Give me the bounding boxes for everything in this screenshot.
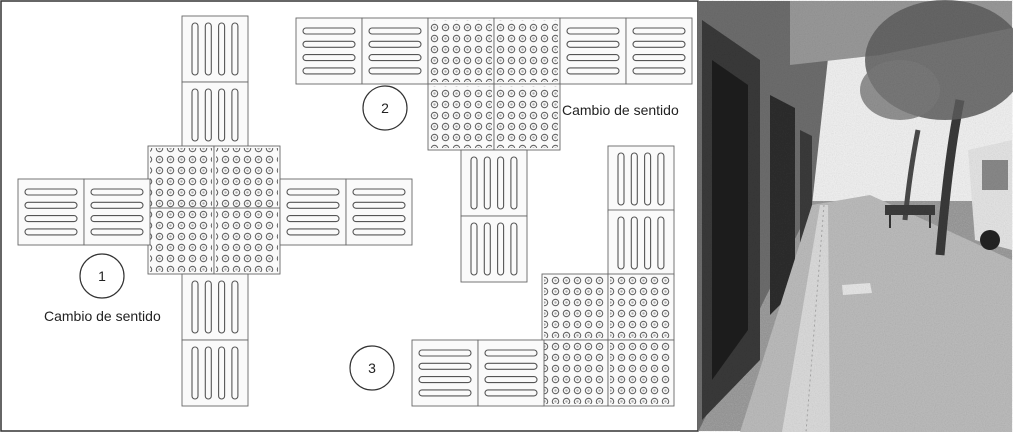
marker-number: 1 <box>98 268 106 284</box>
guide-tile <box>83 178 151 246</box>
guide-tile <box>411 339 479 407</box>
marker-2: 2 <box>362 85 408 131</box>
guide-tile <box>460 149 528 217</box>
marker-number: 3 <box>368 360 376 376</box>
warning-tile <box>147 145 215 213</box>
marker-1: 1 <box>79 253 125 299</box>
warning-tile <box>607 339 675 407</box>
guide-tile <box>345 178 413 246</box>
guide-tile <box>607 209 675 277</box>
guide-tile <box>607 145 675 213</box>
guide-tile <box>625 17 693 85</box>
marker-circle <box>362 85 408 131</box>
guide-strip <box>782 205 830 432</box>
guide-tile <box>181 273 249 341</box>
change-direction-label: Cambio de sentido <box>562 102 679 118</box>
guide-tile <box>559 17 627 85</box>
warning-tile <box>541 273 609 341</box>
warning-tile <box>493 83 561 151</box>
warning-tile <box>213 145 281 213</box>
warning-tile <box>213 207 281 275</box>
guide-tile <box>17 178 85 246</box>
tile-layout <box>17 15 693 407</box>
guide-tile <box>460 215 528 283</box>
warning-tile <box>493 17 561 85</box>
warning-tile <box>541 339 609 407</box>
warning-tile <box>147 207 215 275</box>
warning-tile <box>607 273 675 341</box>
guide-tile <box>477 339 545 407</box>
marker-circle <box>349 345 395 391</box>
change-direction-label: Cambio de sentido <box>44 308 161 324</box>
guide-tile <box>295 17 363 85</box>
warning-tile <box>427 83 495 151</box>
marker-circle <box>79 253 125 299</box>
sidewalk-photo <box>698 0 1013 432</box>
marker-3: 3 <box>349 345 395 391</box>
guide-tile <box>181 81 249 149</box>
marker-number: 2 <box>381 100 389 116</box>
guide-tile <box>361 17 429 85</box>
guide-tile <box>279 178 347 246</box>
warning-tile <box>427 17 495 85</box>
guide-tile <box>181 15 249 83</box>
guide-tile <box>181 339 249 407</box>
